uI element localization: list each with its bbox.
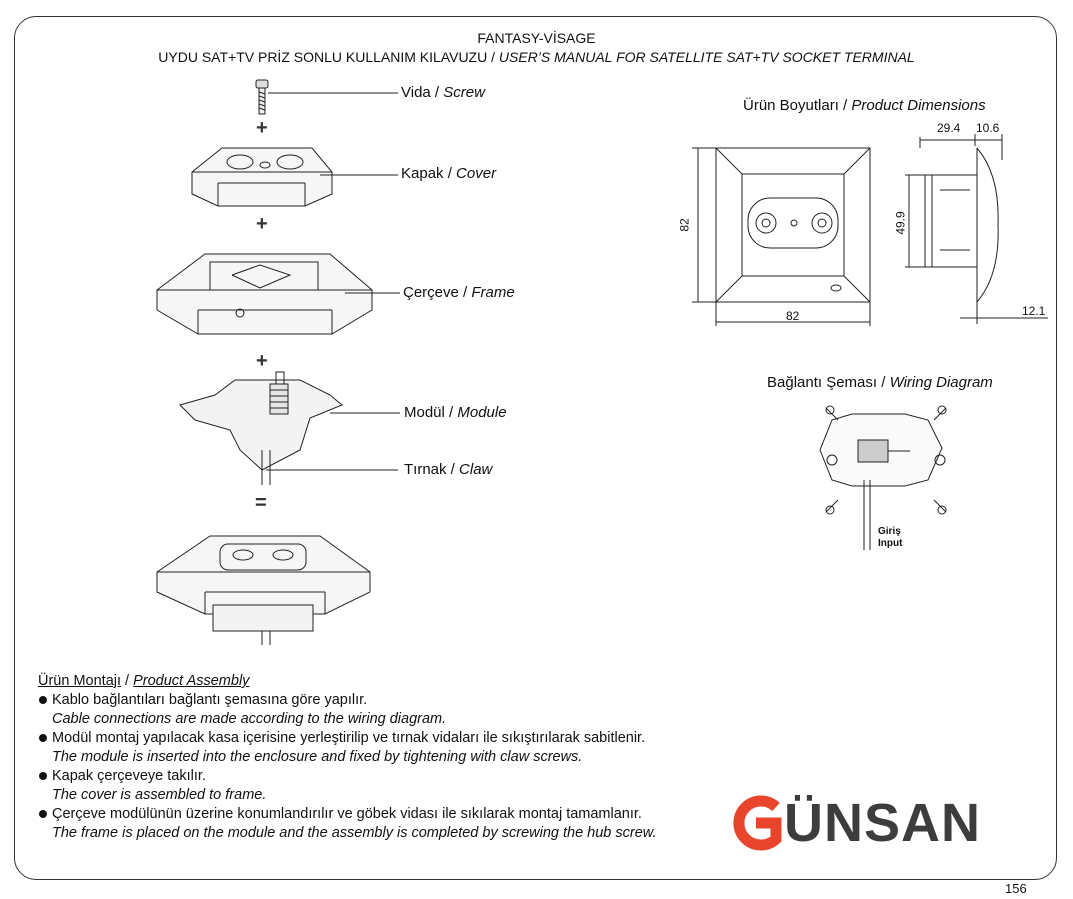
- equals-sign: =: [255, 492, 267, 514]
- screw-illustration: [255, 79, 398, 115]
- step-tr: Kapak çerçeveye takılır.: [38, 767, 656, 786]
- page-border: [14, 16, 1057, 880]
- frame-illustration: [156, 253, 400, 335]
- frame-depth-dimension: 12.1: [1022, 304, 1046, 318]
- width-dimension: 82: [786, 309, 800, 323]
- height-dimension: 82: [677, 218, 692, 232]
- step-en: Cable connections are made according to …: [52, 711, 447, 727]
- front-view-drawing: [692, 147, 871, 326]
- screw-label: Vida / Screw: [401, 84, 485, 101]
- step-en: The cover is assembled to frame.: [52, 787, 267, 803]
- manual-title-en: USER’S MANUAL FOR SATELLITE SAT+TV SOCKE…: [498, 49, 915, 65]
- wiring-drawing: [819, 405, 947, 550]
- side-view-drawing: [905, 134, 1048, 324]
- frame-label: Çerçeve / Frame: [403, 284, 515, 301]
- assembly-instructions: Ürün Montajı / Product Assembly Kablo ba…: [38, 672, 656, 843]
- cover-label: Kapak / Cover: [401, 165, 497, 182]
- plus-sign: +: [256, 213, 268, 235]
- inner-height-dimension: 49.9: [893, 211, 908, 235]
- plus-sign: +: [256, 350, 268, 372]
- page-number: 156: [1005, 881, 1027, 896]
- gunsan-logo: ÜNSAN: [724, 793, 1044, 853]
- assembled-illustration: [156, 535, 371, 645]
- plus-sign: +: [256, 117, 268, 139]
- assembly-heading: Ürün Montajı / Product Assembly: [38, 673, 250, 689]
- step-en: The frame is placed on the module and th…: [52, 825, 657, 841]
- step-tr: Modül montaj yapılacak kasa içerisine ye…: [38, 729, 656, 748]
- dimensions-title: Ürün Boyutları / Product Dimensions: [743, 97, 986, 114]
- depth-dimension-a: 29.4: [937, 121, 961, 135]
- model-title: FANTASY-VİSAGE: [477, 30, 596, 46]
- step-tr: Kablo bağlantıları bağlantı şemasına gör…: [38, 691, 656, 710]
- wiring-title: Bağlantı Şeması / Wiring Diagram: [767, 374, 993, 391]
- manual-title: UYDU SAT+TV PRİZ SONLU KULLANIM KILAVUZU…: [0, 49, 1073, 65]
- cover-illustration: [191, 147, 398, 207]
- step-tr: Çerçeve modülünün üzerine konumlandırılı…: [38, 805, 656, 824]
- step-en: The module is inserted into the enclosur…: [52, 749, 583, 765]
- depth-dimension-b: 10.6: [976, 121, 1000, 135]
- module-illustration: [179, 371, 400, 485]
- logo-text: ÜNSAN: [784, 793, 982, 853]
- logo-g-icon: [733, 795, 782, 851]
- claw-label: Tırnak / Claw: [404, 461, 493, 478]
- manual-title-tr: UYDU SAT+TV PRİZ SONLU KULLANIM KILAVUZU…: [158, 49, 495, 65]
- module-label: Modül / Module: [404, 404, 507, 421]
